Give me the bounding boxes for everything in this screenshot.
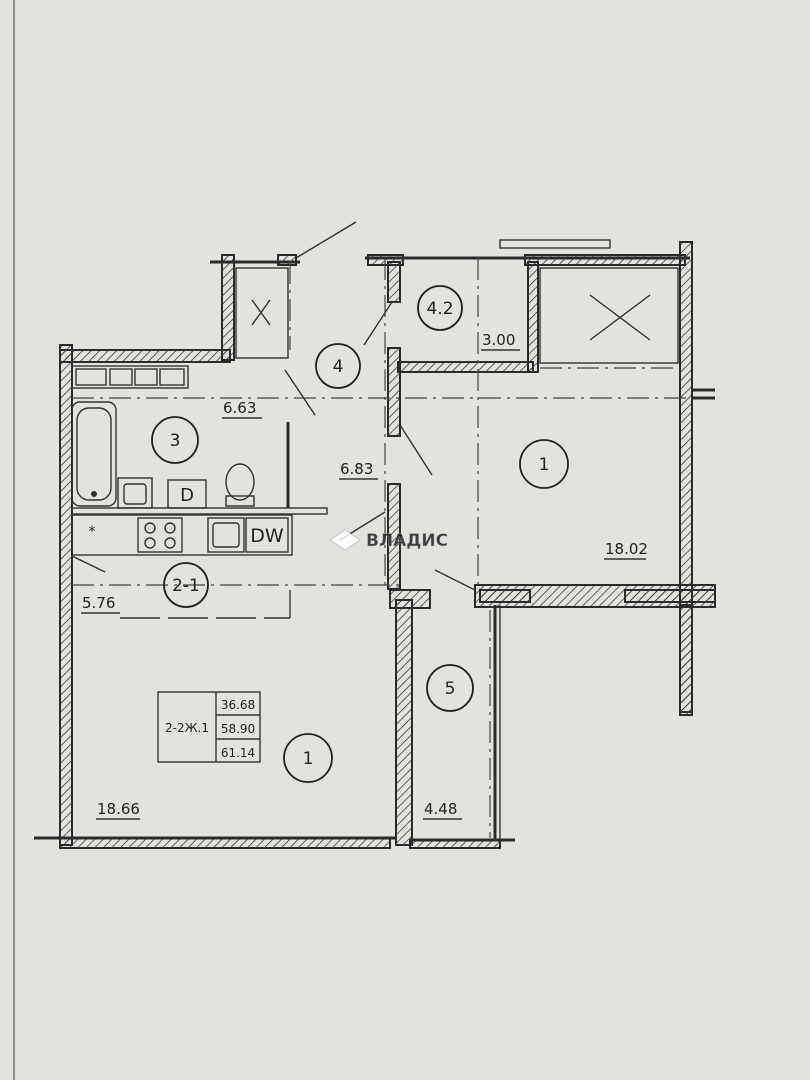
room-1-right-marker: 1 — [519, 439, 569, 489]
apartment-full-area: 61.14 — [221, 746, 255, 760]
room-1-right-area: 18.02 — [604, 540, 648, 560]
washbasin-icon — [117, 477, 153, 509]
watermark-logo-icon — [329, 529, 361, 551]
stove-icon — [137, 517, 183, 553]
watermark-text: ВЛАДИС — [366, 531, 448, 551]
svg-text:18.66: 18.66 — [97, 800, 140, 818]
room-4-number: 4 — [333, 357, 344, 377]
fridge-mark: * — [89, 524, 96, 540]
vent-shaft-small — [235, 267, 289, 359]
room-4-2-marker: 4.2 — [417, 285, 463, 331]
room-5-number: 5 — [445, 679, 456, 699]
kitchen-counter: * — [71, 514, 293, 573]
svg-text:3.00: 3.00 — [482, 331, 515, 349]
dishwasher-label: DW — [250, 525, 284, 547]
toilet-icon — [225, 463, 255, 507]
bathtub-icon — [71, 401, 117, 507]
room-3-marker: 3 — [151, 416, 199, 464]
vent-shaft-large — [539, 267, 679, 364]
svg-text:18.02: 18.02 — [605, 540, 648, 558]
kitchen-sink-icon — [207, 517, 245, 553]
apartment-total-area: 58.90 — [221, 722, 255, 736]
apartment-living-area: 36.68 — [221, 698, 255, 712]
door-swings — [284, 221, 476, 591]
room-1-left-marker: 1 — [283, 733, 333, 783]
room-1-left-area: 18.66 — [96, 800, 140, 820]
apartment-type: 2-2Ж.1 — [165, 721, 209, 735]
room-4-area: 6.83 — [339, 460, 378, 480]
svg-text:4.48: 4.48 — [424, 800, 457, 818]
kitchen-zone-line — [120, 590, 291, 619]
dishwasher-box: DW — [245, 517, 289, 553]
kitchen-cabinets — [71, 365, 189, 389]
inner-walls — [71, 261, 539, 846]
dryer-label: D — [180, 485, 194, 506]
room-5-area: 4.48 — [423, 800, 462, 820]
room-3-area: 6.63 — [222, 399, 262, 419]
watermark: ВЛАДИС — [329, 529, 448, 551]
room-2-1-marker: 2-1 — [163, 562, 209, 608]
apartment-area-table: 2-2Ж.1 36.68 58.90 61.14 — [157, 691, 261, 763]
room-2-1-number: 2-1 — [172, 576, 200, 596]
room-3-number: 3 — [170, 431, 181, 451]
room-4-2-area: 3.00 — [481, 331, 520, 351]
room-1-right-number: 1 — [539, 455, 550, 475]
outer-walls — [34, 239, 716, 849]
svg-text:6.63: 6.63 — [223, 399, 256, 417]
room-4-marker: 4 — [315, 343, 361, 389]
room-5-marker: 5 — [426, 664, 474, 712]
svg-text:6.83: 6.83 — [340, 460, 373, 478]
room-1-left-number: 1 — [303, 749, 314, 769]
room-2-1-area: 5.76 — [81, 594, 120, 614]
room-4-2-number: 4.2 — [426, 299, 453, 319]
svg-text:5.76: 5.76 — [82, 594, 115, 612]
dryer-box: D — [167, 479, 207, 509]
